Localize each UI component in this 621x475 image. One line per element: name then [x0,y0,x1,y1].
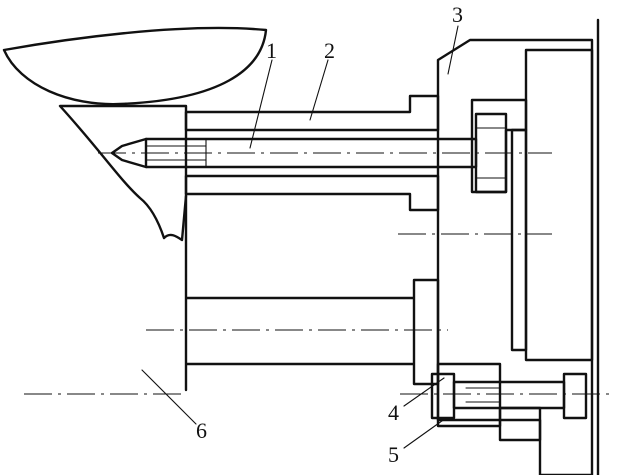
label-part-2: 2 [324,38,335,63]
workpiece-bore [184,194,440,392]
leader-1 [249,59,273,149]
clamp-screw-head [430,372,456,420]
leader-5 [403,417,447,449]
label-part-3: 3 [452,2,463,27]
chuck-body [436,38,594,475]
label-part-1: 1 [266,38,277,63]
label-part-5: 5 [388,442,399,467]
label-part-6: 6 [196,418,207,443]
chuck-plate [524,48,594,362]
label-part-4: 4 [388,400,399,425]
workpiece-section [58,104,188,242]
leader-4 [403,377,445,407]
leader-6 [141,369,197,425]
leader-2 [309,59,329,121]
clamp-screw-shank [452,380,566,410]
leader-3 [447,25,459,75]
clamp-nut [562,372,588,420]
grinding-wheel [2,26,268,106]
sleeve-lower-wall [184,174,440,212]
